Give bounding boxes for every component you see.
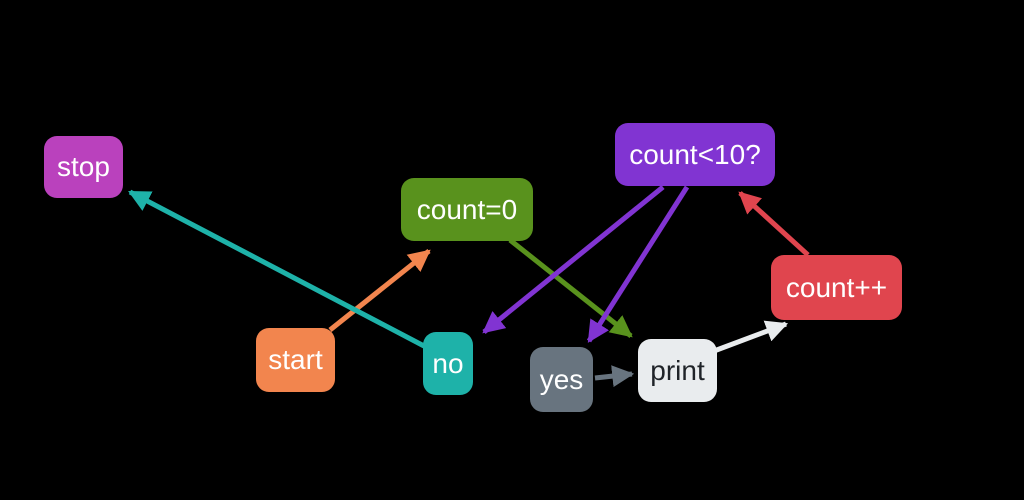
node-label-stop: stop [57, 151, 110, 182]
node-start[interactable]: start [256, 328, 335, 392]
node-cond[interactable]: count<10? [615, 123, 775, 186]
edge-cond-no [482, 185, 665, 334]
node-label-incr: count++ [785, 271, 888, 303]
edge-print-incr [713, 320, 789, 354]
edge-init-print [508, 238, 633, 338]
node-incr[interactable]: count++ [771, 255, 902, 320]
edge-yes-print [594, 365, 635, 388]
node-label-print: print [650, 354, 705, 386]
node-init[interactable]: count=0 [401, 178, 533, 241]
node-no[interactable]: no [423, 332, 473, 395]
edge-start-init [328, 249, 431, 332]
edge-cond-yes [586, 185, 690, 343]
node-label-init: count=0 [416, 193, 518, 225]
node-label-start: start [268, 344, 323, 375]
node-label-yes: yes [539, 363, 584, 395]
node-yes[interactable]: yes [530, 347, 593, 412]
edge-no-stop [128, 189, 426, 349]
node-stop[interactable]: stop [44, 136, 123, 198]
node-label-no: no [432, 347, 464, 379]
node-label-cond: count<10? [629, 138, 761, 170]
node-print[interactable]: print [638, 339, 717, 402]
edge-incr-cond [738, 191, 810, 257]
